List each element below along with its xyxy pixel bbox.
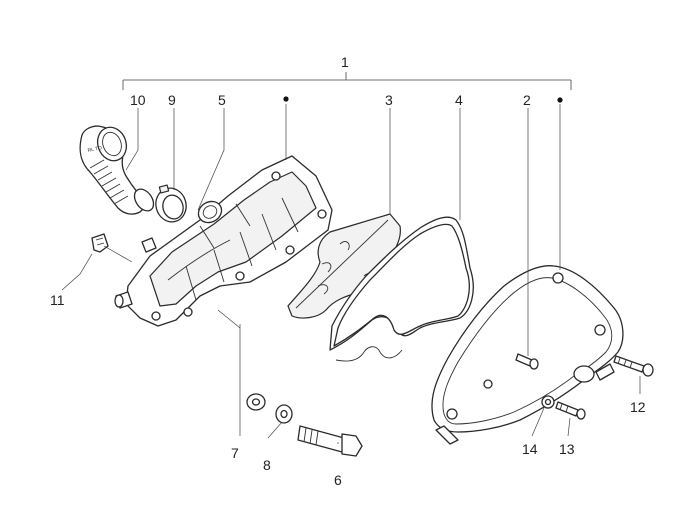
label-9: 9 [168, 92, 176, 108]
intake-duct: RL TO [79, 125, 155, 215]
hose-clamp [155, 184, 187, 223]
label-12: 12 [630, 399, 646, 415]
gasket [329, 216, 474, 362]
label-1: 1 [341, 54, 349, 70]
label-14: 14 [522, 441, 538, 457]
bolt-part-6 [297, 425, 363, 457]
label-13: 13 [559, 441, 575, 457]
duct-marking: RL TO [87, 145, 102, 154]
screw-part-13 [555, 401, 586, 420]
part-number-labels: 1 10 9 5 3 4 2 11 7 8 6 12 14 13 [50, 54, 646, 488]
label-8: 8 [263, 457, 271, 473]
label-4: 4 [455, 92, 463, 108]
washer-part-7 [246, 393, 266, 411]
label-6: 6 [334, 472, 342, 488]
leader-lines [61, 104, 641, 444]
group-bracket [122, 72, 572, 90]
screw-part-2 [515, 353, 539, 370]
label-10: 10 [130, 92, 146, 108]
air-box-cover [431, 265, 624, 445]
screw-part-12 [613, 355, 654, 377]
washer-part-14 [541, 395, 555, 409]
washer-part-8 [275, 404, 293, 424]
retaining-clip [91, 233, 109, 253]
label-11: 11 [50, 292, 65, 308]
label-7: 7 [231, 445, 239, 461]
label-2: 2 [523, 92, 531, 108]
kit-dot-left [283, 96, 289, 102]
air-box-housing [114, 155, 333, 327]
label-3: 3 [385, 92, 393, 108]
kit-dot-right [557, 97, 563, 103]
label-5: 5 [218, 92, 226, 108]
